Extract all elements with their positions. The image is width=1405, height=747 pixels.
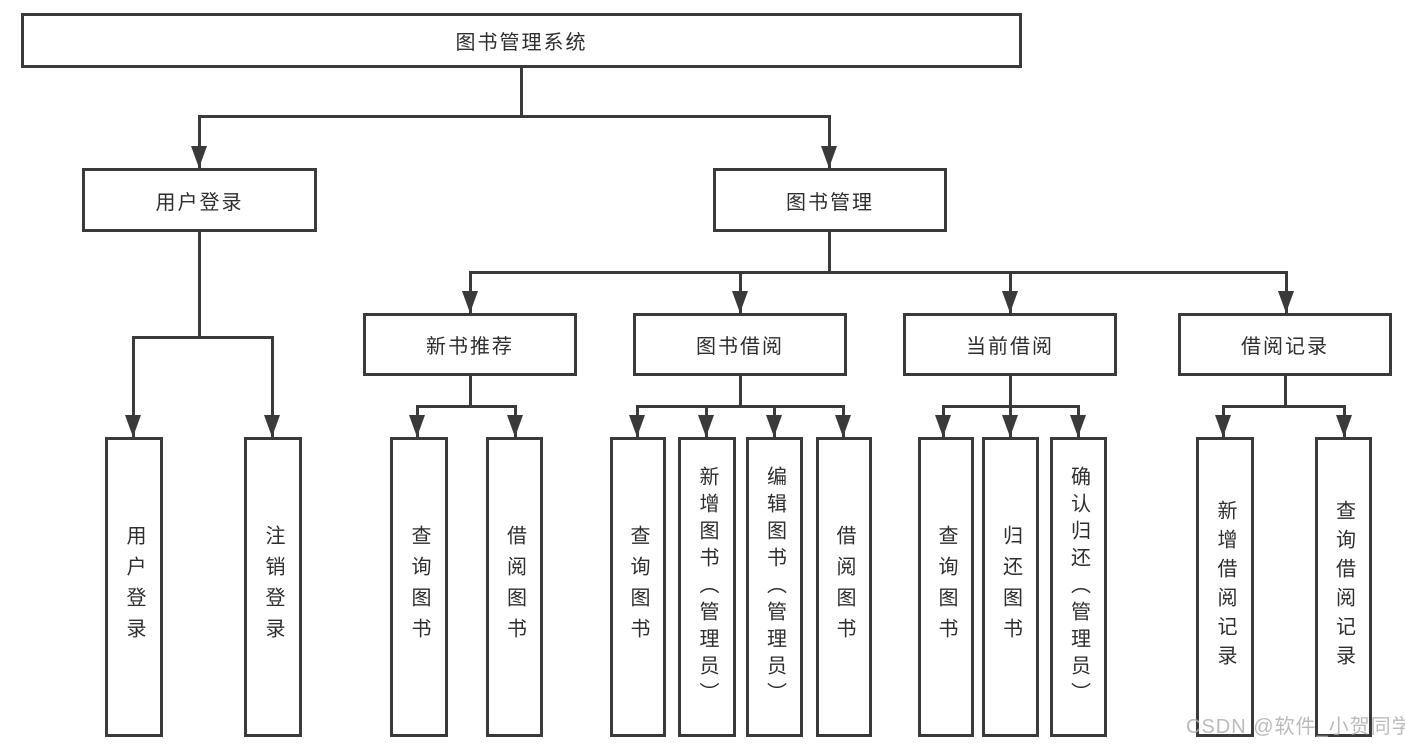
leaf-current-confirm-return: 确认归还（管理员） bbox=[1050, 437, 1107, 737]
connector-root-bus bbox=[198, 115, 831, 118]
arrowhead-icon bbox=[191, 146, 207, 168]
node-borrow-records: 借阅记录 bbox=[1178, 313, 1392, 376]
leaf-logout: 注销登录 bbox=[244, 437, 302, 737]
leaf-current-return: 归还图书 bbox=[982, 437, 1039, 737]
csdn-watermark: CSDN @软件_小贺同学 bbox=[1186, 716, 1405, 738]
connector-bb-bus bbox=[636, 405, 845, 408]
leaf-newbook-query: 查询图书 bbox=[390, 437, 448, 737]
connector-drop-leaf bbox=[271, 336, 274, 437]
arrowhead-icon bbox=[264, 415, 280, 437]
node-book-borrow: 图书借阅 bbox=[633, 313, 847, 376]
arrowhead-icon bbox=[935, 415, 951, 437]
connector-br-stem bbox=[1284, 376, 1287, 408]
arrowhead-icon bbox=[1002, 415, 1018, 437]
leaf-current-query: 查询图书 bbox=[918, 437, 974, 737]
leaf-user-login: 用户登录 bbox=[105, 437, 163, 737]
arrowhead-icon bbox=[732, 291, 748, 313]
leaf-records-add: 新增借阅记录 bbox=[1196, 437, 1254, 737]
leaf-newbook-borrow: 借阅图书 bbox=[486, 437, 543, 737]
node-new-book-recommend: 新书推荐 bbox=[363, 313, 577, 376]
connector-bookmgmt-bus bbox=[469, 271, 1288, 274]
node-root: 图书管理系统 bbox=[21, 13, 1022, 68]
arrowhead-icon bbox=[409, 415, 425, 437]
connector-drop-book-mgmt bbox=[828, 115, 831, 168]
connector-userlogin-stem bbox=[198, 232, 201, 339]
connector-bb-stem bbox=[739, 376, 742, 408]
connector-userlogin-bus bbox=[132, 336, 274, 339]
connector-br-bus bbox=[1222, 405, 1346, 408]
arrowhead-icon bbox=[1070, 415, 1086, 437]
connector-bookmgmt-stem bbox=[828, 232, 831, 274]
connector-root-stem bbox=[520, 66, 523, 118]
node-current-borrow: 当前借阅 bbox=[903, 313, 1117, 376]
connector-drop-leaf bbox=[132, 336, 135, 437]
arrowhead-icon bbox=[125, 415, 141, 437]
node-book-management: 图书管理 bbox=[713, 168, 947, 232]
leaf-records-query: 查询借阅记录 bbox=[1315, 437, 1372, 737]
arrowhead-icon bbox=[766, 415, 782, 437]
connector-drop-user-login bbox=[198, 115, 201, 168]
arrowhead-icon bbox=[821, 146, 837, 168]
arrowhead-icon bbox=[1002, 291, 1018, 313]
arrowhead-icon bbox=[698, 415, 714, 437]
arrowhead-icon bbox=[629, 415, 645, 437]
arrowhead-icon bbox=[462, 291, 478, 313]
arrowhead-icon bbox=[1278, 291, 1294, 313]
leaf-borrow-query: 查询图书 bbox=[610, 437, 666, 737]
connector-nb-stem bbox=[469, 376, 472, 408]
arrowhead-icon bbox=[507, 415, 523, 437]
arrowhead-icon bbox=[1336, 415, 1352, 437]
leaf-borrow-add-book: 新增图书（管理员） bbox=[678, 437, 736, 737]
arrowhead-icon bbox=[835, 415, 851, 437]
connector-cb-stem bbox=[1009, 376, 1012, 408]
node-user-login: 用户登录 bbox=[82, 168, 317, 232]
leaf-borrow-borrow-book: 借阅图书 bbox=[816, 437, 872, 737]
connector-nb-bus bbox=[416, 405, 517, 408]
arrowhead-icon bbox=[1215, 415, 1231, 437]
leaf-borrow-edit-book: 编辑图书（管理员） bbox=[746, 437, 803, 737]
